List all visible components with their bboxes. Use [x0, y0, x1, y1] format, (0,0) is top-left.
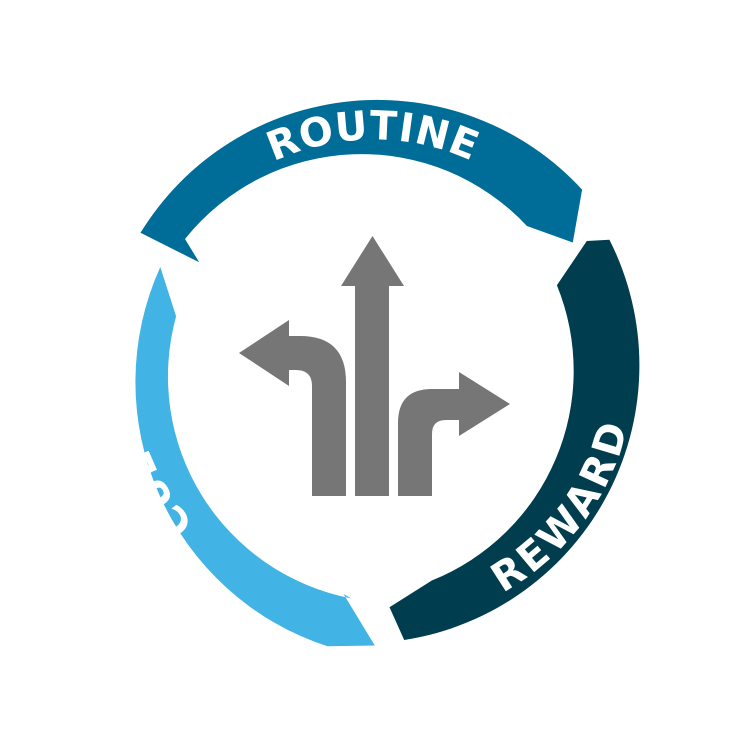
right-turn-arrow-icon: [398, 372, 510, 496]
straight-arrow-icon: [341, 236, 404, 496]
split-direction-arrows-icon: [239, 236, 510, 496]
routine-segment: [140, 99, 583, 263]
left-turn-arrow-icon: [239, 320, 346, 496]
reward-segment: [389, 239, 640, 640]
reward-label: REWARD: [483, 415, 638, 601]
cue-segment: [135, 267, 375, 647]
reward-label-text: REWARD: [483, 415, 636, 601]
